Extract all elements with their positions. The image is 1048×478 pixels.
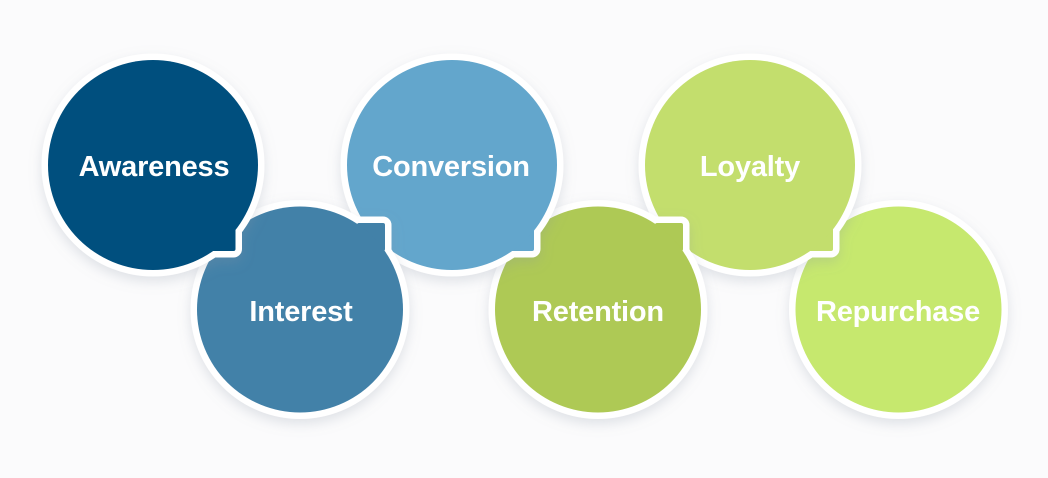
retention-circle-fill xyxy=(495,206,701,413)
loyalty-circle-fill xyxy=(645,60,855,270)
stage-interest: Interest xyxy=(190,200,410,419)
stage-loyalty: Loyalty xyxy=(638,53,862,277)
stage-conversion: Conversion xyxy=(340,53,564,277)
interest-label: Interest xyxy=(249,296,353,328)
stage-awareness: Awareness xyxy=(41,53,265,277)
awareness-label: Awareness xyxy=(79,151,230,183)
stage-retention: Retention xyxy=(488,200,708,419)
interest-circle-fill xyxy=(197,206,403,413)
retention-label: Retention xyxy=(532,296,664,328)
repurchase-label: Repurchase xyxy=(816,296,980,328)
conversion-circle-fill xyxy=(347,60,557,270)
stage-repurchase: Repurchase xyxy=(789,200,1008,419)
awareness-circle-fill xyxy=(48,60,258,270)
loyalty-label: Loyalty xyxy=(700,151,800,183)
repurchase-circle-fill xyxy=(795,206,1002,413)
conversion-label: Conversion xyxy=(372,151,530,183)
